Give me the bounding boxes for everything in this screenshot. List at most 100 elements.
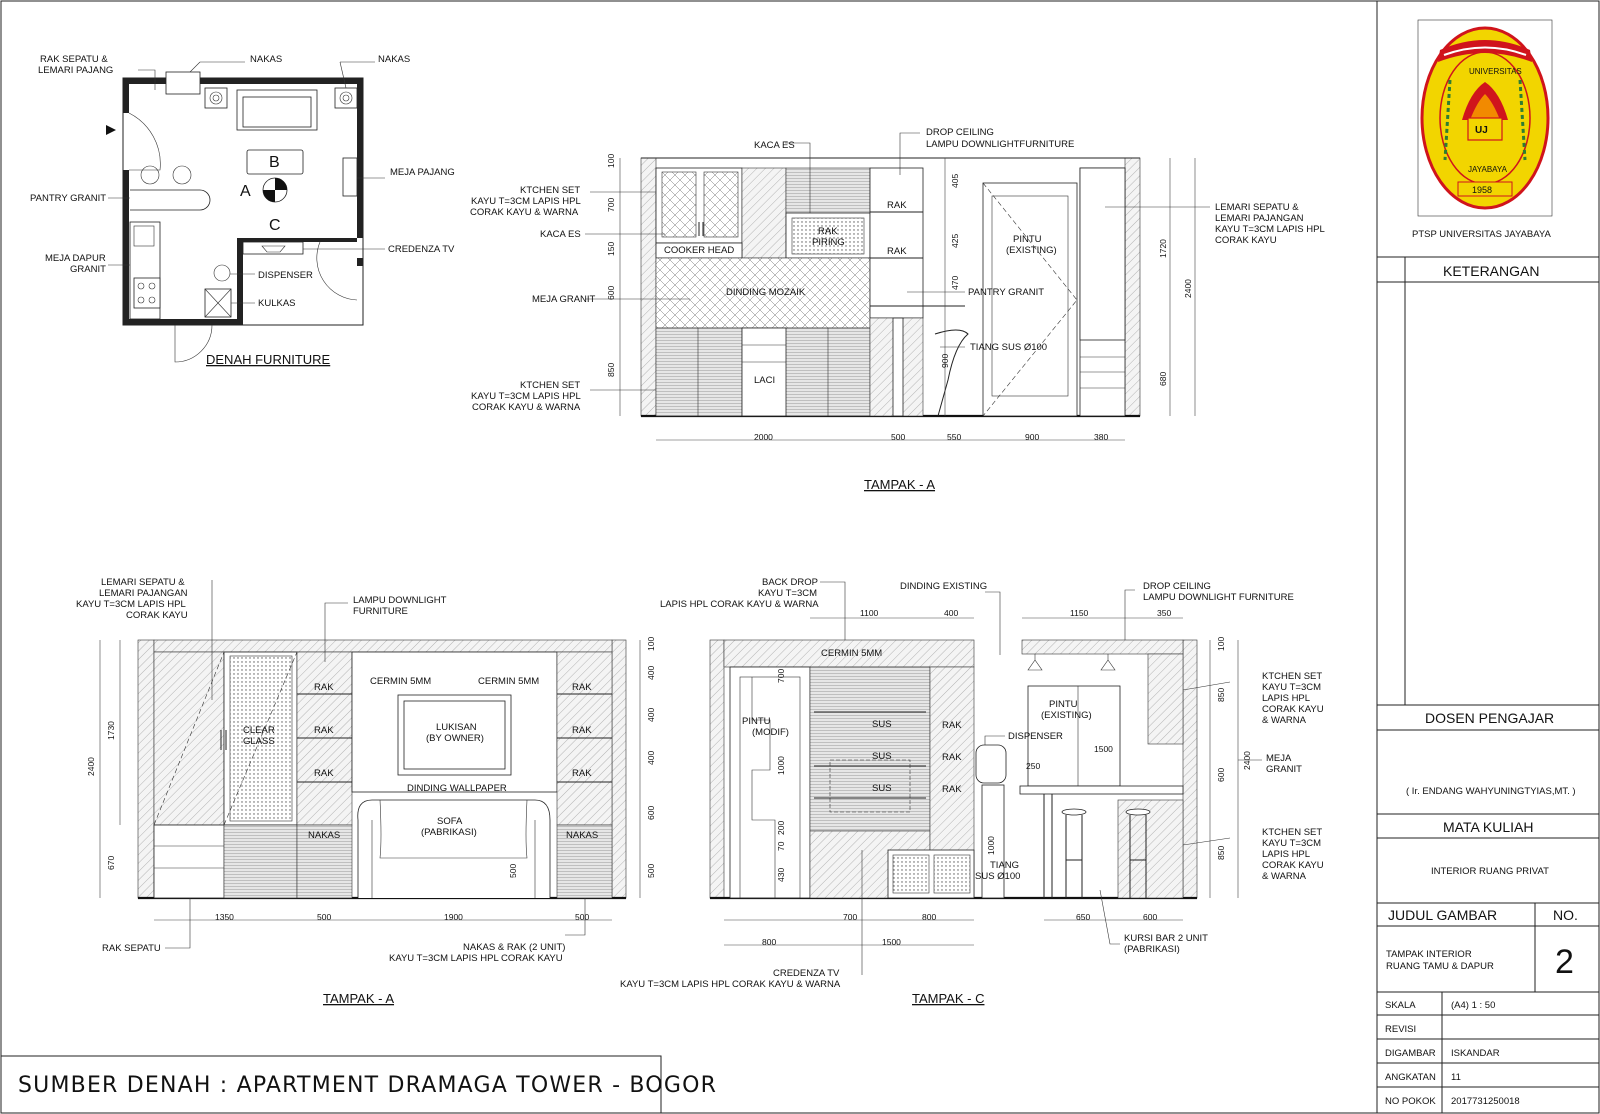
elev-top-kaca-es: KACA ES	[754, 140, 795, 151]
elev-c-dinding-existing: DINDING EXISTING	[900, 581, 987, 592]
elev-c-credenza-1: CREDENZA TV	[773, 968, 840, 979]
source-note: SUMBER DENAH : APARTMENT DRAMAGA TOWER -…	[18, 1073, 717, 1098]
elev-c-backdrop-2: KAYU T=3CM	[758, 588, 817, 599]
elev-a-dim-left-0: 1730	[106, 721, 116, 740]
row-label-digambar: DIGAMBAR	[1385, 1048, 1436, 1059]
plan-label-meja-dapur-1: MEJA DAPUR	[45, 253, 106, 264]
plan-title: DENAH FURNITURE	[206, 352, 331, 367]
elev-c-cermin: CERMIN 5MM	[821, 648, 882, 659]
elev-c-dim-inner-6: 1500	[1094, 744, 1113, 754]
elev-top-laci: LACI	[754, 375, 775, 386]
elev-top-pantry-granit: PANTRY GRANIT	[968, 287, 1044, 298]
plan-mark-c: C	[269, 217, 281, 234]
elev-c-ks-low-2: KAYU T=3CM	[1262, 838, 1321, 849]
elev-c-ks-low-4: CORAK KAYU	[1262, 860, 1324, 871]
elev-top-cooker-head: COOKER HEAD	[664, 245, 734, 256]
elev-top-dim-left-2: 150	[606, 242, 616, 256]
elev-c-dim-inner-4: 430	[776, 868, 786, 882]
elev-c-drop-2: LAMPU DOWNLIGHT FURNITURE	[1143, 592, 1294, 603]
elev-c-drop-1: DROP CEILING	[1143, 581, 1211, 592]
elevation-kitchen	[585, 132, 1210, 441]
elev-top-dim-left-1: 700	[606, 198, 616, 212]
elev-top-kitchen-low-2: KAYU T=3CM LAPIS HPL	[471, 391, 581, 402]
elev-a-lukisan-2: (BY OWNER)	[426, 733, 484, 744]
plan-label-rak-sepatu-2: LEMARI PAJANG	[38, 65, 113, 76]
elev-top-dim-bottom-3: 900	[1025, 432, 1039, 442]
logo-text-jayabaya: JAYABAYA	[1468, 165, 1508, 174]
elev-c-dim-bottom-2: 800	[762, 937, 776, 947]
elev-top-pintu-2: (EXISTING)	[1006, 245, 1057, 256]
elev-a-lemari-2: LEMARI PAJANGAN	[99, 588, 188, 599]
elev-top-dim-mid-0: 405	[950, 174, 960, 188]
elev-a-dim-right-1: 400	[646, 666, 656, 680]
elev-a-dim-right-2: 400	[646, 708, 656, 722]
elev-c-backdrop-1: BACK DROP	[762, 577, 818, 588]
elev-top-meja-granit: MEJA GRANIT	[532, 294, 596, 305]
elev-a-clear-1: CLEAR	[243, 725, 275, 736]
elev-c-dim-top-0: 1100	[860, 608, 879, 618]
elev-top-dim-bottom-0: 2000	[754, 432, 773, 442]
elev-a-nakas-1: NAKAS	[308, 830, 340, 841]
elev-top-dim-left-0: 100	[606, 154, 616, 168]
elev-top-dim-left-3: 600	[606, 286, 616, 300]
elev-top-rak-1: RAK	[887, 200, 907, 211]
elev-c-dim-bottom-5: 600	[1143, 912, 1157, 922]
elev-c-sus-3: SUS	[872, 783, 892, 794]
row-value-skala: (A4) 1 : 50	[1451, 1000, 1495, 1011]
source-box	[0, 1055, 662, 1114]
elev-c-dim-inner-0: 700	[776, 669, 786, 683]
elev-c-dim-bottom-1: 800	[922, 912, 936, 922]
mata-kuliah-header: MATA KULIAH	[1443, 819, 1534, 835]
elev-a-rak-f: RAK	[572, 768, 592, 779]
elev-c-ks-top-4: CORAK KAYU	[1262, 704, 1324, 715]
elev-a-lemari-3: KAYU T=3CM LAPIS HPL	[76, 599, 186, 610]
elev-c-dim-bottom-0: 700	[843, 912, 857, 922]
elev-a-lemari-1: LEMARI SEPATU &	[101, 577, 185, 588]
elev-a-dim-bottom-0: 1350	[215, 912, 234, 922]
elev-c-meja-2: GRANIT	[1266, 764, 1302, 775]
elev-c-rak-3: RAK	[942, 784, 962, 795]
elev-a-clear-2: GLASS	[243, 736, 275, 747]
row-label-skala: SKALA	[1385, 1000, 1416, 1011]
elev-c-pintu-modif-1: PINTU	[742, 716, 771, 727]
elev-top-dim-left-4: 850	[606, 363, 616, 377]
elev-c-dispenser: DISPENSER	[1008, 731, 1063, 742]
elev-a-dim-right-4: 600	[646, 806, 656, 820]
elev-c-meja-1: MEJA	[1266, 753, 1292, 764]
elev-c-dim-inner-1: 1000	[776, 756, 786, 775]
elev-c-pintu-modif-2: (MODIF)	[752, 727, 789, 738]
elev-top-kitchen-low-1: KTCHEN SET	[520, 380, 580, 391]
plan-label-meja-pajang: MEJA PAJANG	[390, 167, 455, 178]
elev-c-dim-inner-2: 200	[776, 821, 786, 835]
mata-kuliah-value: INTERIOR RUANG PRIVAT	[1431, 866, 1549, 877]
elev-c-dim-right-3: 2400	[1242, 751, 1252, 770]
elev-a-rak-b: RAK	[314, 725, 334, 736]
row-label-revisi: REVISI	[1385, 1024, 1416, 1035]
elev-a-dim-right-3: 400	[646, 751, 656, 765]
elev-top-kitchen-set-1: KTCHEN SET	[520, 185, 580, 196]
dosen-header: DOSEN PENGAJAR	[1425, 710, 1554, 726]
plan-label-kulkas: KULKAS	[258, 298, 296, 309]
row-value-digambar: ISKANDAR	[1451, 1048, 1500, 1059]
elev-c-dim-top-2: 1150	[1070, 608, 1089, 618]
dosen-name: ( Ir. ENDANG WAHYUNINGTYIAS,MT. )	[1406, 786, 1576, 797]
elev-top-dim-mid-3: 900	[940, 354, 950, 368]
elev-top-lemari-3: KAYU T=3CM LAPIS HPL	[1215, 224, 1325, 235]
elev-c-title: TAMPAK - C	[912, 991, 984, 1006]
elev-c-tiang-2: SUS Ø100	[975, 871, 1020, 882]
drawing-number: 2	[1555, 943, 1574, 981]
row-value-angkatan: 11	[1451, 1072, 1461, 1083]
elev-a-lukisan-1: LUKISAN	[436, 722, 477, 733]
elev-a-dim-right-0: 100	[646, 637, 656, 651]
elev-top-dim-bottom-1: 500	[891, 432, 905, 442]
elev-c-dim-top-3: 350	[1157, 608, 1171, 618]
plan-label-nakas-1: NAKAS	[250, 54, 282, 65]
elev-top-drop-ceiling-2: LAMPU DOWNLIGHTFURNITURE	[926, 139, 1074, 150]
elev-a-lemari-4: CORAK KAYU	[126, 610, 188, 621]
elev-c-kursi-1: KURSI BAR 2 UNIT	[1124, 933, 1208, 944]
elev-c-dim-right-1: 850	[1216, 688, 1226, 702]
plan-label-credenza-tv: CREDENZA TV	[388, 244, 455, 255]
elev-c-pintu-2: (EXISTING)	[1041, 710, 1092, 721]
